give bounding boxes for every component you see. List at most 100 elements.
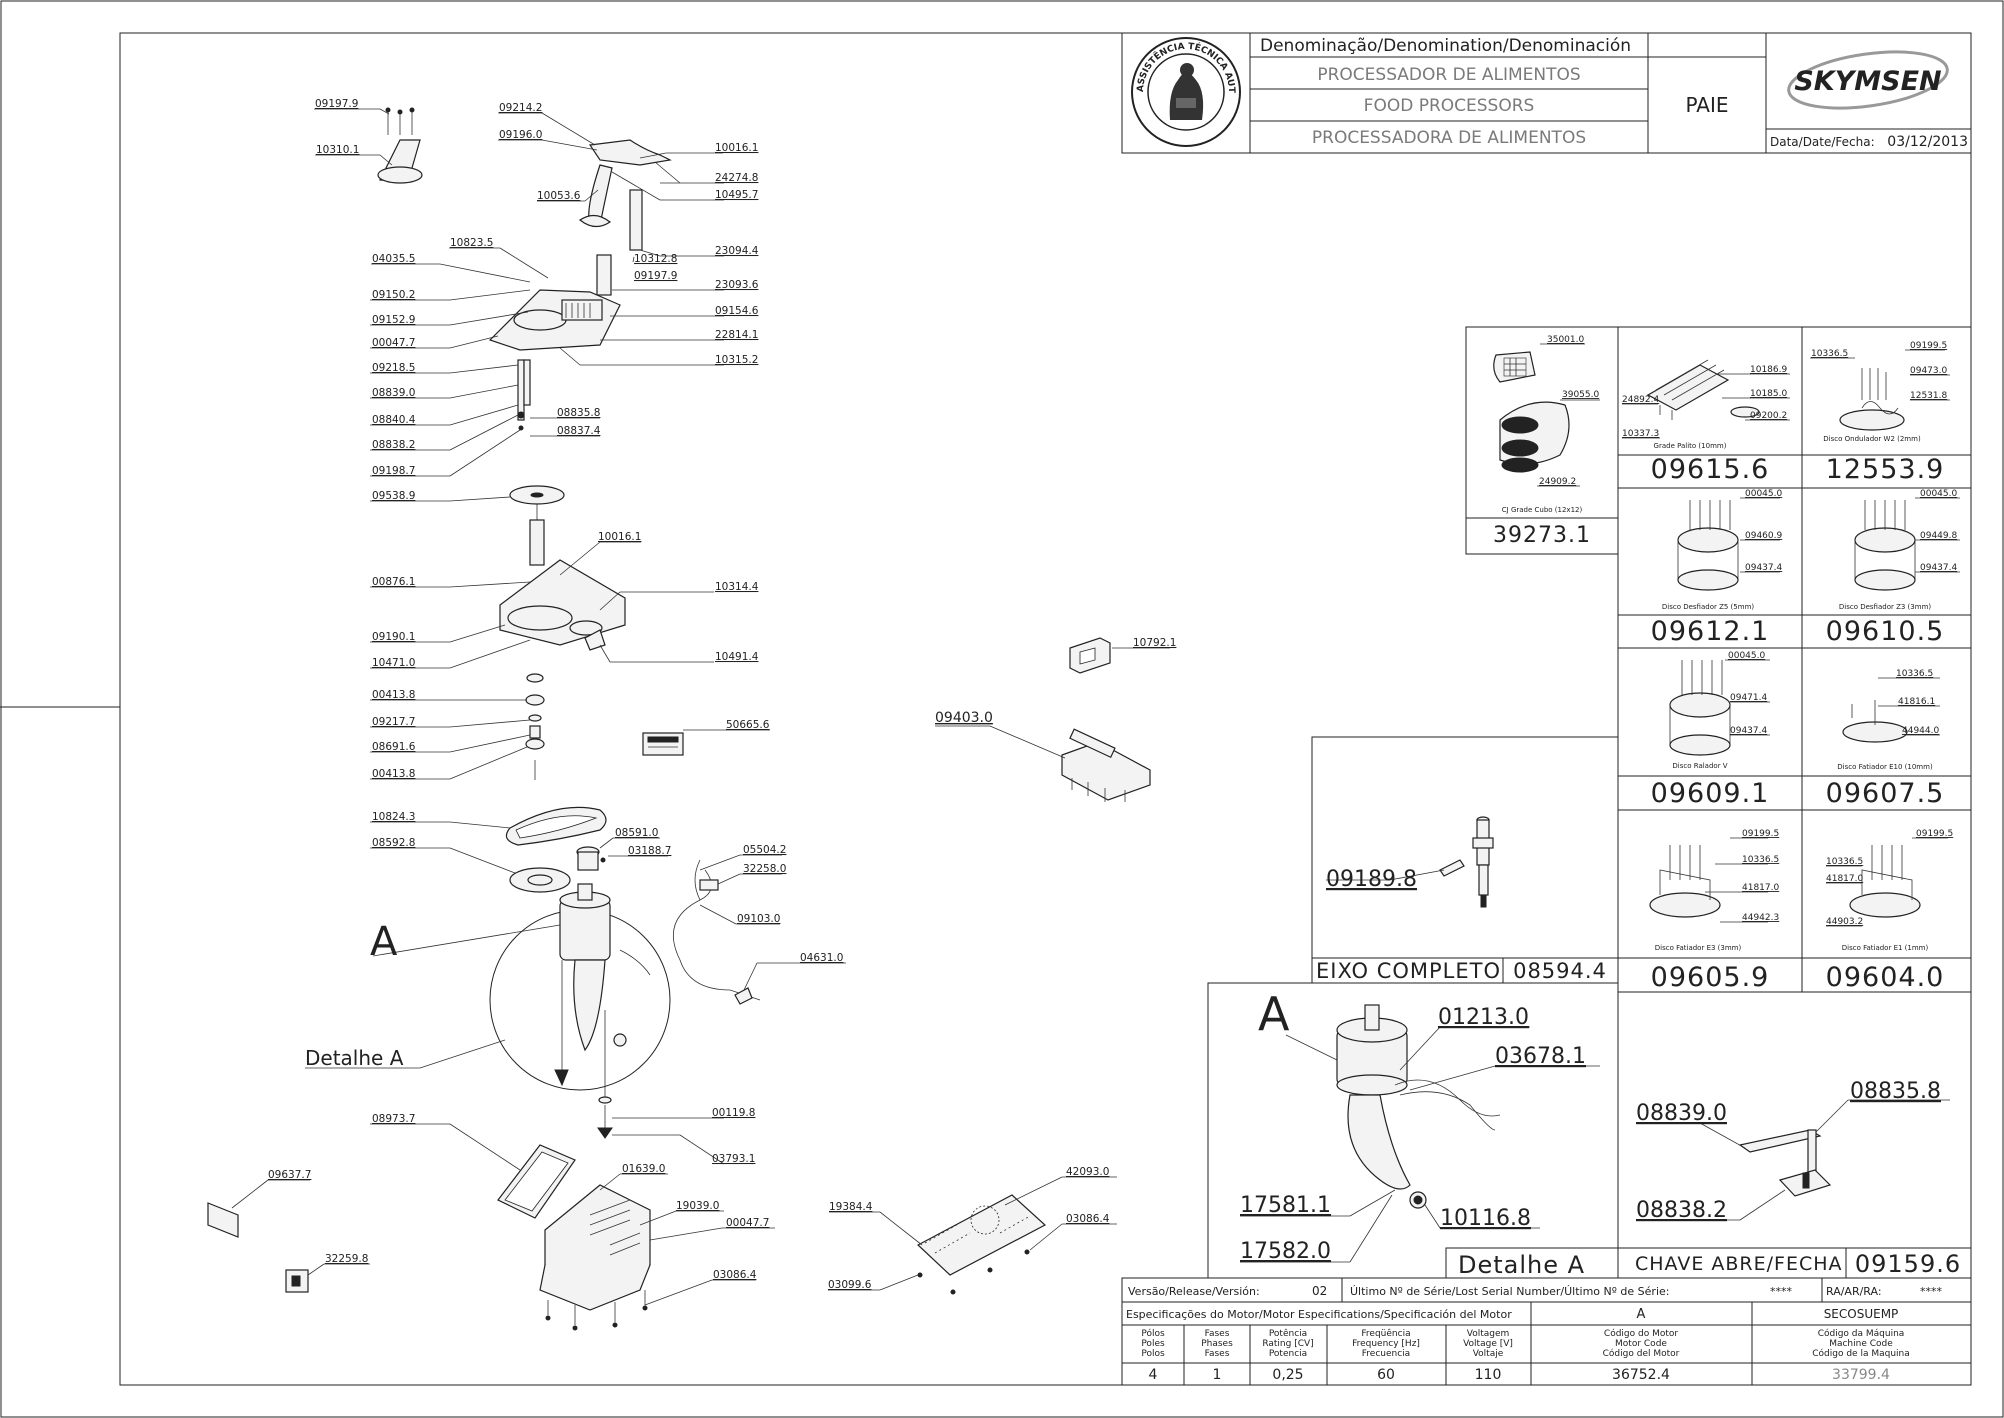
switch-label-08839-0: 08839.0 — [1636, 1101, 1727, 1126]
label-10315-2: 10315.2 — [715, 354, 758, 366]
machine-code-paie: PAIE — [1686, 93, 1729, 117]
svg-text:Voltage [V]: Voltage [V] — [1463, 1339, 1513, 1349]
stick-code: 09615.6 — [1651, 454, 1770, 485]
motor-base-box-part — [539, 1184, 651, 1331]
accessory-stick-grid: 10186.9 24892.4 10185.0 09200.2 10337.3 … — [1622, 359, 1790, 485]
pusher-09403-part — [1061, 728, 1151, 802]
z5-label-00045: 00045.0 — [1745, 489, 1782, 499]
control-panel-part — [916, 1194, 1047, 1295]
poles-value: 4 — [1149, 1367, 1158, 1383]
voltage-sticker-part — [642, 732, 684, 756]
z3-caption: Disco Desfiador Z3 (3mm) — [1839, 603, 1932, 611]
label-00047-7: 00047.7 — [372, 337, 415, 349]
switch-caption: CHAVE ABRE/FECHA — [1635, 1253, 1843, 1275]
svg-text:Motor Code: Motor Code — [1615, 1339, 1667, 1349]
motor-code-value: 36752.4 — [1612, 1367, 1670, 1383]
label-32259-8: 32259.8 — [325, 1253, 368, 1265]
label-50665-6: 50665.6 — [726, 719, 770, 731]
wave-caption: Disco Ondulador W2 (2mm) — [1823, 435, 1921, 443]
svg-text:Poles: Poles — [1141, 1339, 1165, 1349]
svg-text:Machine Code: Machine Code — [1829, 1339, 1893, 1349]
label-00047-7b: 00047.7 — [726, 1217, 769, 1229]
date-value: 03/12/2013 — [1887, 134, 1968, 150]
shaft-caption: EIXO COMPLETO — [1316, 959, 1501, 983]
label-10471-0: 10471.0 — [372, 657, 415, 669]
motor-spec-col-a: A — [1637, 1307, 1646, 1322]
bottom-plate-part — [497, 1144, 576, 1219]
label-09197-9b: 09197.9 — [634, 270, 677, 282]
switch-rod-part — [517, 359, 531, 431]
e3-label-44942: 44942.3 — [1742, 913, 1779, 923]
spec-col-machine-code: Código da Máquina Machine Code Código de… — [1812, 1328, 1910, 1383]
label-10491-4: 10491.4 — [715, 651, 759, 663]
svg-text:Voltaje: Voltaje — [1473, 1349, 1504, 1359]
label-42093-0: 42093.0 — [1066, 1166, 1109, 1178]
label-09403-0: 09403.0 — [935, 710, 993, 726]
warning-sticker-part — [285, 1269, 309, 1293]
label-09196-0: 09196.0 — [499, 129, 542, 141]
e3-code: 09605.9 — [1651, 962, 1770, 993]
label-05504-2: 05504.2 — [743, 844, 786, 856]
label-09637-7: 09637.7 — [268, 1169, 311, 1181]
detail-label-17582-0: 17582.0 — [1240, 1239, 1331, 1264]
z5-label-09460: 09460.9 — [1745, 531, 1782, 541]
detail-a-caption-left: Detalhe A — [305, 1046, 404, 1070]
label-01639-0: 01639.0 — [622, 1163, 665, 1175]
label-08591-0: 08591.0 — [615, 827, 658, 839]
e10-label-10336: 10336.5 — [1896, 669, 1933, 679]
serial-value: **** — [1770, 1285, 1793, 1298]
label-03188-7: 03188.7 — [628, 845, 671, 857]
label-04035-5: 04035.5 — [372, 253, 415, 265]
spec-col-rating: Potência Rating [CV] Potencia 0,25 — [1262, 1328, 1313, 1383]
title-block: ASSISTÊNCIA TÉCNICA AUTORIZADA Denominaç… — [0, 0, 1972, 154]
motor-pulley-part — [576, 846, 606, 871]
label-22814-1: 22814.1 — [715, 329, 758, 341]
label-10053-6: 10053.6 — [537, 190, 581, 202]
grater-code: 09609.1 — [1651, 778, 1770, 809]
e1-label-44903: 44903.2 — [1826, 917, 1863, 927]
detail-label-17581-1: 17581.1 — [1240, 1193, 1331, 1218]
stick-label-24892: 24892.4 — [1622, 395, 1659, 405]
switch-box: 08839.0 08835.8 08838.2 CHAVE ABRE/FECHA… — [1617, 991, 1972, 1279]
z5-label-09437: 09437.4 — [1745, 563, 1782, 573]
exploded-view: 09197.9 10310.1 09214.2 09196.0 10016.1 … — [207, 98, 1176, 1331]
e3-label-10336: 10336.5 — [1742, 855, 1779, 865]
svg-text:Pólos: Pólos — [1141, 1328, 1165, 1339]
spec-col-poles: Pólos Poles Polos 4 — [1141, 1328, 1165, 1383]
label-08691-6: 08691.6 — [372, 741, 416, 753]
label-08839-0: 08839.0 — [372, 387, 415, 399]
phases-value: 1 — [1213, 1367, 1222, 1383]
label-08592-8: 08592.8 — [372, 837, 415, 849]
label-10314-4: 10314.4 — [715, 581, 759, 593]
motor-spec-machine: SECOSUEMP — [1824, 1307, 1899, 1321]
accessory-e3-disc: 09199.5 10336.5 41817.0 44942.3 Disco Fa… — [1649, 829, 1779, 993]
label-09218-5: 09218.5 — [372, 362, 415, 374]
base-housing-part — [499, 519, 626, 646]
label-00413-8b: 00413.8 — [372, 768, 415, 780]
label-09217-7: 09217.7 — [372, 716, 415, 728]
accessory-grater-disc: 00045.0 09471.4 09437.4 Disco Ralador V … — [1651, 651, 1770, 809]
stick-label-10186: 10186.9 — [1750, 365, 1787, 375]
svg-text:Fases: Fases — [1205, 1349, 1230, 1359]
label-00119-8: 00119.8 — [712, 1107, 755, 1119]
detail-label-10116-8: 10116.8 — [1440, 1206, 1531, 1231]
lid-part — [488, 289, 621, 351]
shaft-part — [1439, 816, 1494, 908]
svg-text:Frequency [Hz]: Frequency [Hz] — [1352, 1339, 1420, 1349]
label-08837-4: 08837.4 — [557, 425, 601, 437]
z3-label-00045: 00045.0 — [1920, 489, 1957, 499]
z5-caption: Disco Desfiador Z5 (5mm) — [1662, 603, 1755, 611]
label-23093-6: 23093.6 — [715, 279, 759, 291]
label-10792-1: 10792.1 — [1133, 637, 1176, 649]
label-09154-6: 09154.6 — [715, 305, 759, 317]
label-03086-4b: 03086.4 — [1066, 1213, 1110, 1225]
switch-code: 09159.6 — [1855, 1250, 1961, 1278]
accessory-e1-disc: 09199.5 10336.5 41817.0 44903.2 Disco Fa… — [1826, 829, 1954, 993]
accessory-wave-disc: 10336.5 09199.5 09473.0 12531.8 Disco On… — [1810, 341, 1950, 485]
svg-text:Potencia: Potencia — [1269, 1349, 1307, 1359]
label-plate-09637-part — [207, 1202, 239, 1238]
shaft-box: 09189.8 EIXO COMPLETO 08594.4 — [1311, 736, 1619, 984]
label-10016-1-mid: 10016.1 — [598, 531, 641, 543]
label-00876-1: 00876.1 — [372, 576, 415, 588]
